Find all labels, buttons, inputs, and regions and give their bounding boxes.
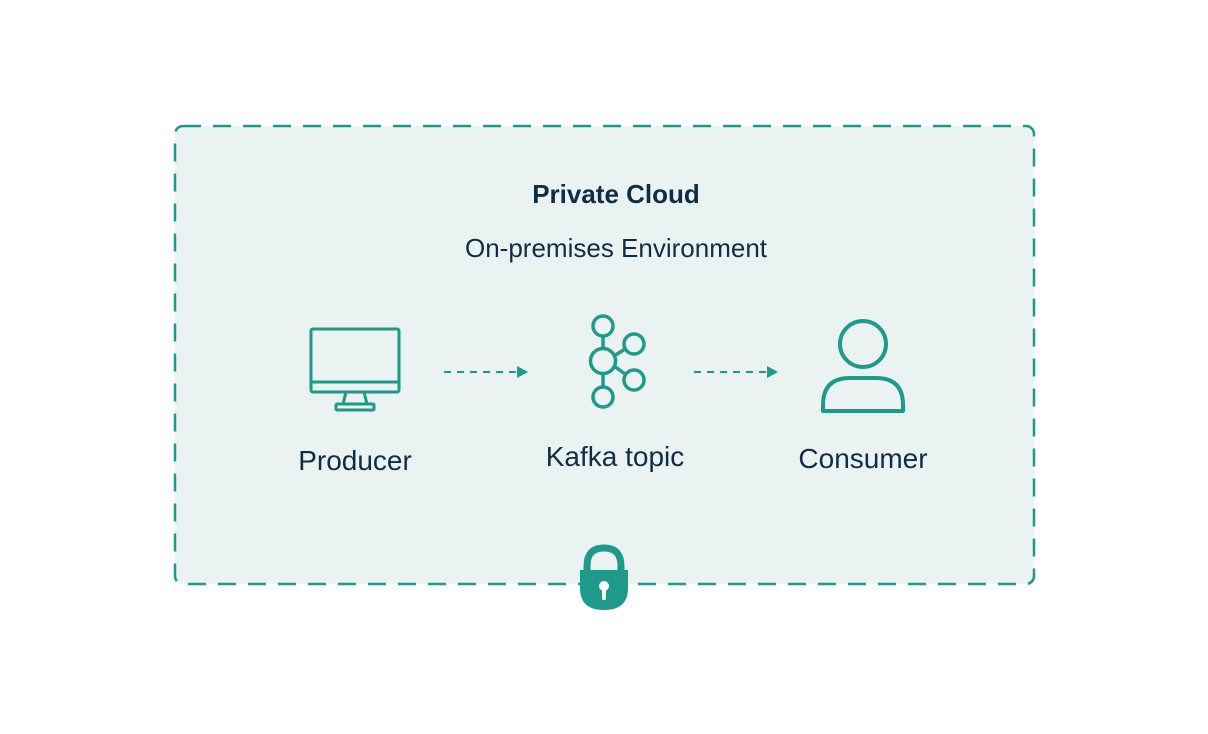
region-subtitle: On-premises Environment — [465, 233, 768, 263]
edge-kafka-to-consumer — [694, 366, 778, 378]
private-cloud-region — [173, 124, 1036, 586]
region-title: Private Cloud — [532, 179, 700, 209]
user-icon — [821, 319, 905, 413]
monitor-icon — [309, 327, 401, 412]
kafka-topic-label: Kafka topic — [546, 441, 685, 472]
kafka-icon — [588, 314, 646, 409]
lock-icon — [580, 544, 628, 610]
producer-label: Producer — [298, 445, 412, 476]
consumer-label: Consumer — [798, 443, 927, 474]
edge-producer-to-kafka — [444, 366, 528, 378]
